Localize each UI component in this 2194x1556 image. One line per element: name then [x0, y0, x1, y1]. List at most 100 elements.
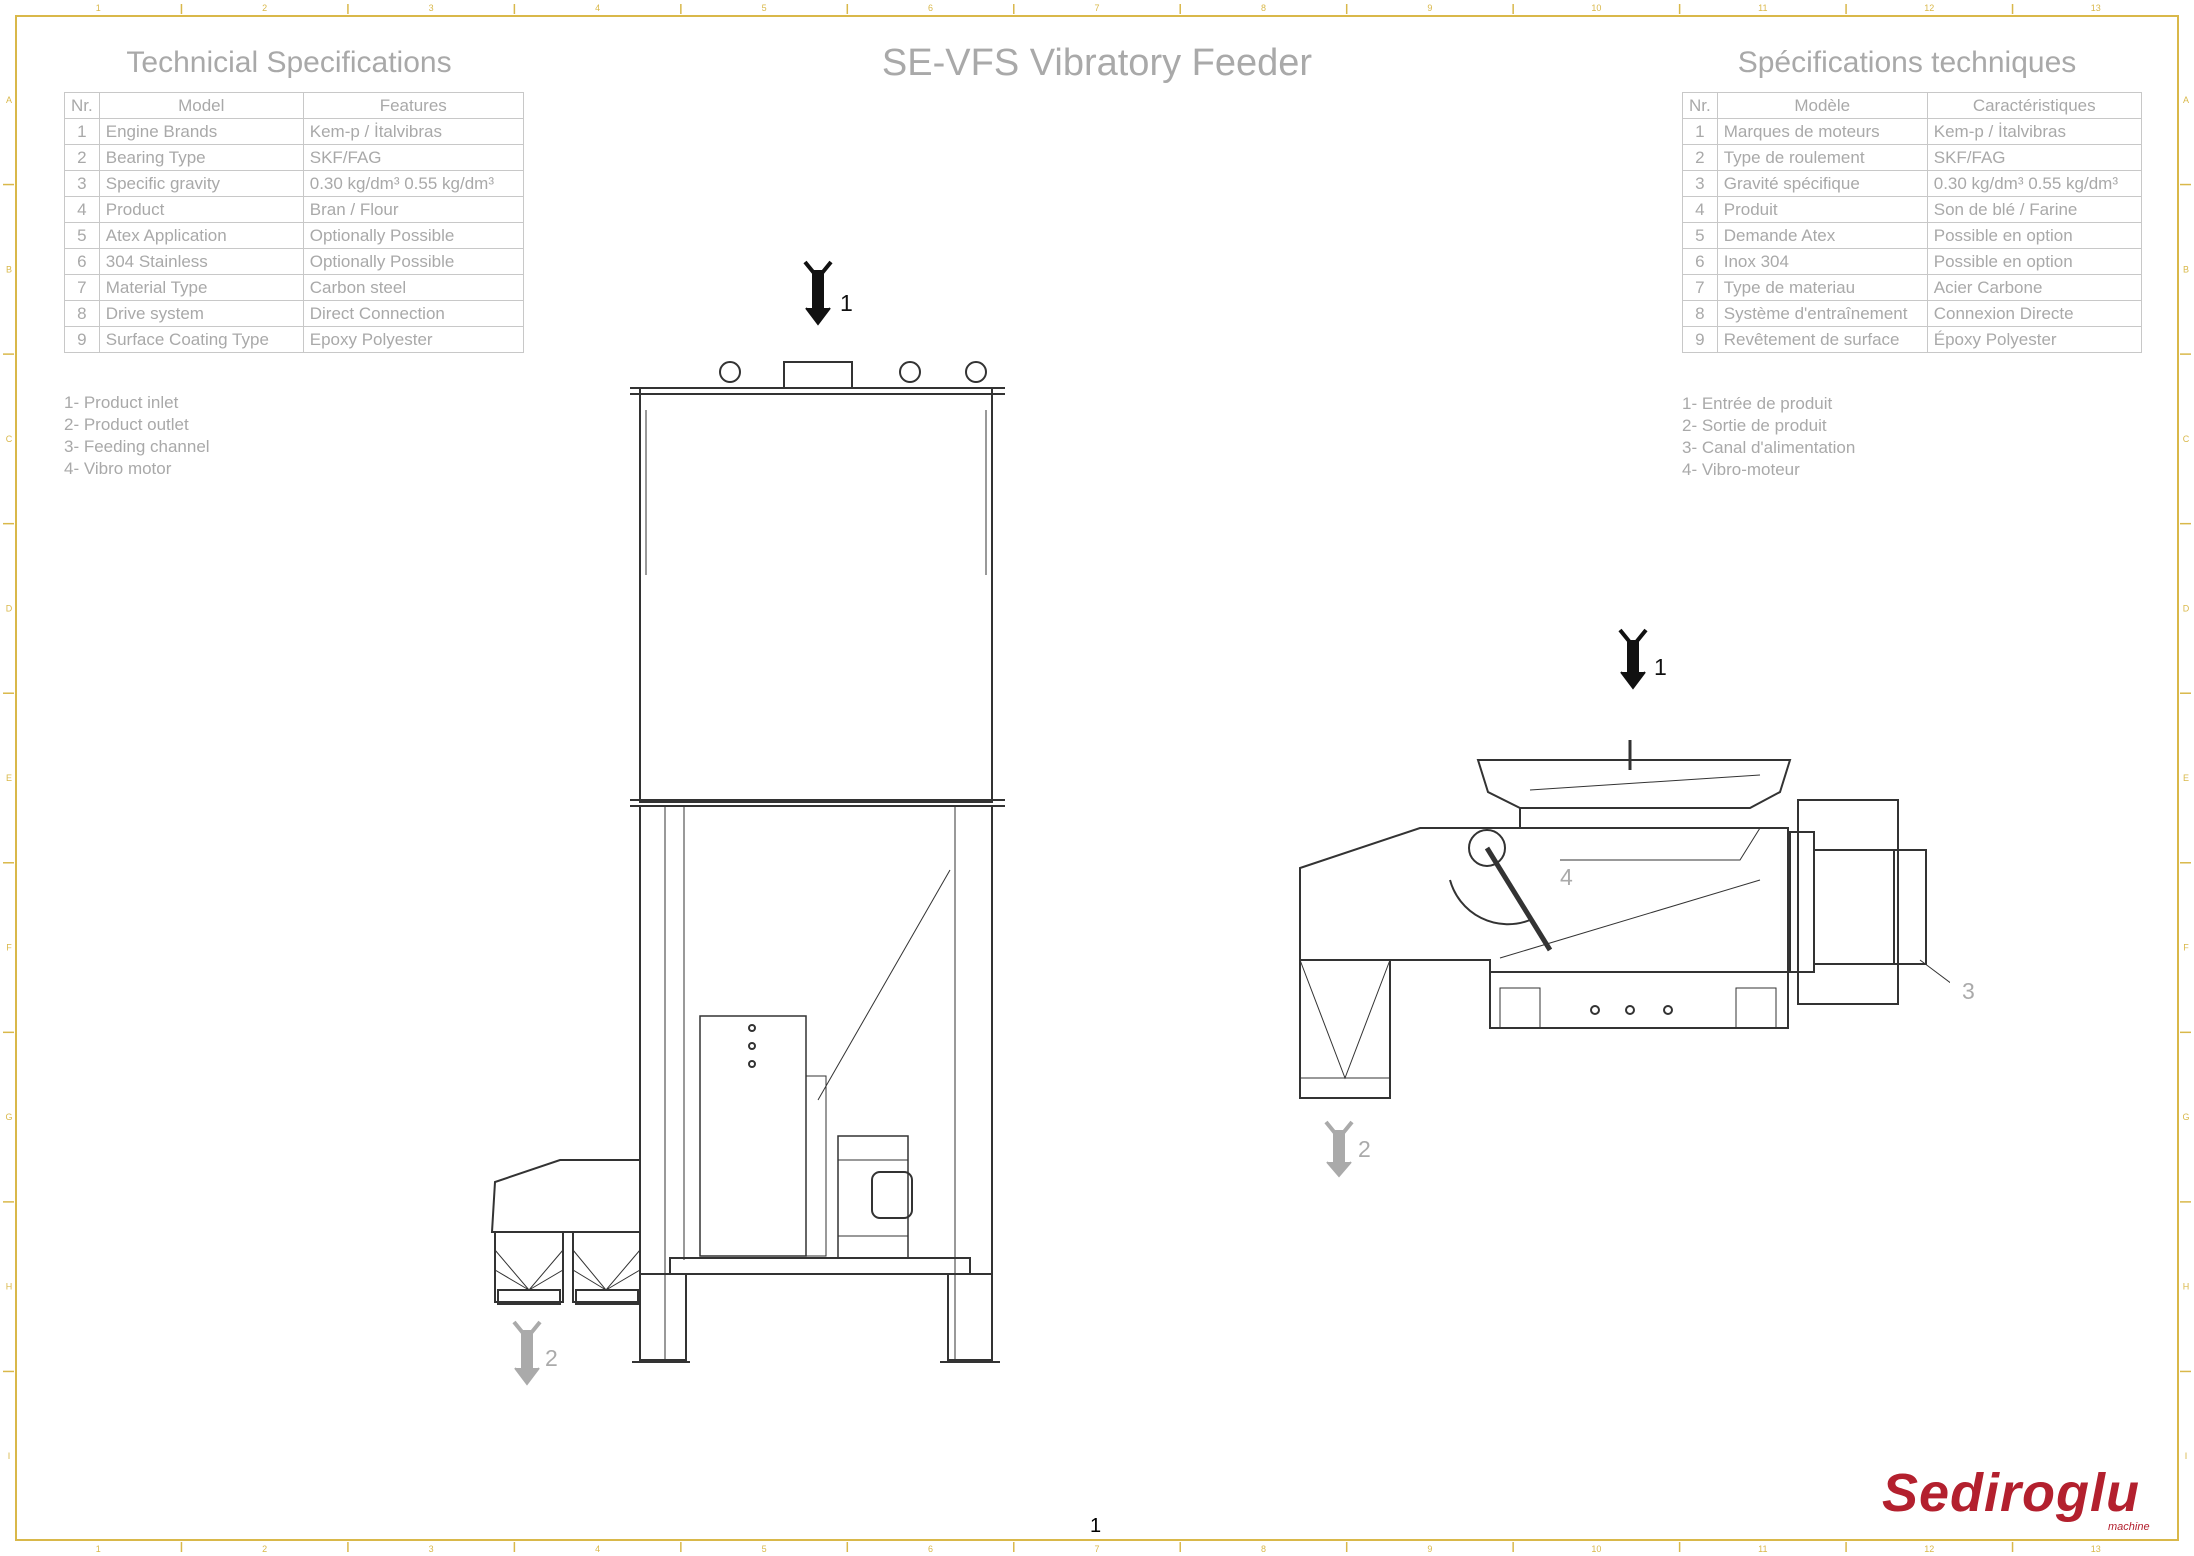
frame-column-label: 2 — [262, 3, 267, 13]
spec-en-heading: Technicial Specifications — [126, 46, 452, 79]
frame-column-label: 1 — [96, 1544, 101, 1554]
spec-cell-model: Material Type — [98, 274, 304, 301]
frame-column-label: 5 — [762, 1544, 767, 1554]
spec-cell-nr: 4 — [64, 196, 100, 223]
frame-row-label: C — [2183, 434, 2190, 444]
spec-cell-feature: Carbon steel — [302, 274, 524, 301]
frame-column-label: 13 — [2091, 3, 2101, 13]
spec-cell-model: Drive system — [98, 300, 304, 327]
spec-cell-model: Surface Coating Type — [98, 326, 304, 353]
legend-en-item: 2- Product outlet — [64, 415, 189, 434]
inlet-arrow-icon — [803, 260, 833, 326]
spec-cell-nr: 3 — [64, 170, 100, 197]
spec-cell-feature: Kem-p / İtalvibras — [1926, 118, 2142, 145]
spec-fr-header-nr: Nr. — [1682, 92, 1718, 119]
legend-en-item: 3- Feeding channel — [64, 437, 210, 456]
frame-row-label: A — [6, 95, 12, 105]
spec-cell-nr: 9 — [64, 326, 100, 353]
legend-fr-item: 4- Vibro-moteur — [1682, 460, 1800, 479]
frame-column-label: 6 — [928, 3, 933, 13]
frame-row-label: H — [2183, 1282, 2190, 1292]
frame-row-label: B — [6, 264, 12, 274]
frame-column-label: 12 — [1924, 1544, 1934, 1554]
callout-right-inlet: 1 — [1654, 654, 1667, 680]
spec-cell-nr: 1 — [64, 118, 100, 145]
frame-column-label: 8 — [1261, 3, 1266, 13]
frame-row-label: I — [2185, 1451, 2188, 1461]
frame-column-label: 10 — [1591, 3, 1601, 13]
spec-cell-feature: Acier Carbone — [1926, 274, 2142, 301]
callout-right-motor: 4 — [1560, 864, 1573, 890]
spec-cell-nr: 7 — [64, 274, 100, 301]
spec-cell-feature: Kem-p / İtalvibras — [302, 118, 524, 145]
legend-fr-item: 1- Entrée de produit — [1682, 394, 1833, 413]
frame-column-label: 3 — [429, 3, 434, 13]
frame-column-label: 9 — [1427, 3, 1432, 13]
frame-column-label: 4 — [595, 3, 600, 13]
spec-cell-model: Specific gravity — [98, 170, 304, 197]
frame-row-label: F — [6, 943, 12, 953]
frame-column-label: 2 — [262, 1544, 267, 1554]
frame-column-label: 7 — [1094, 1544, 1099, 1554]
callout-right-channel: 3 — [1962, 978, 1975, 1004]
spec-cell-feature: 0.30 kg/dm³ 0.55 kg/dm³ — [1926, 170, 2142, 197]
spec-cell-nr: 3 — [1682, 170, 1718, 197]
spec-cell-model: Engine Brands — [98, 118, 304, 145]
page-number: 1 — [1090, 1515, 1102, 1537]
spec-cell-feature: Bran / Flour — [302, 196, 524, 223]
drawing-frame — [15, 15, 2179, 1541]
sediroglu-logo-sub: machine — [2108, 1521, 2150, 1533]
spec-cell-nr: 2 — [1682, 144, 1718, 171]
callout-left-outlet: 2 — [545, 1345, 558, 1371]
frame-row-label: D — [6, 603, 13, 613]
frame-row-label: E — [2183, 773, 2189, 783]
frame-row-label: C — [6, 434, 13, 444]
front-view-drawing — [490, 260, 1005, 1386]
spec-cell-model: 304 Stainless — [98, 248, 304, 275]
frame-row-label: G — [2182, 1112, 2189, 1122]
spec-cell-nr: 7 — [1682, 274, 1718, 301]
frame-row-label: A — [2183, 95, 2189, 105]
spec-cell-model: Demande Atex — [1716, 222, 1928, 249]
spec-en-header-features: Features — [302, 92, 524, 119]
spec-cell-feature: 0.30 kg/dm³ 0.55 kg/dm³ — [302, 170, 524, 197]
spec-cell-model: Product — [98, 196, 304, 223]
spec-cell-model: Type de roulement — [1716, 144, 1928, 171]
frame-row-label: I — [8, 1451, 11, 1461]
spec-fr-heading: Spécifications techniques — [1737, 46, 2077, 79]
legend-fr: 1- Entrée de produit 2- Sortie de produi… — [1682, 393, 1855, 481]
legend-fr-item: 2- Sortie de produit — [1682, 416, 1827, 435]
spec-cell-nr: 6 — [1682, 248, 1718, 275]
spec-cell-feature: Connexion Directe — [1926, 300, 2142, 327]
legend-en: 1- Product inlet 2- Product outlet 3- Fe… — [64, 392, 210, 480]
frame-column-label: 5 — [762, 3, 767, 13]
spec-en-header-row: Nr. Model Features — [64, 92, 524, 119]
frame-column-label: 3 — [429, 1544, 434, 1554]
spec-cell-feature: SKF/FAG — [1926, 144, 2142, 171]
spec-cell-nr: 2 — [64, 144, 100, 171]
frame-column-label: 13 — [2091, 1544, 2101, 1554]
callout-left-inlet: 1 — [840, 290, 853, 316]
frame-row-label: D — [2183, 603, 2190, 613]
callout-right-outlet: 2 — [1358, 1136, 1371, 1162]
spec-cell-model: Système d'entraînement — [1716, 300, 1928, 327]
frame-column-label: 8 — [1261, 1544, 1266, 1554]
spec-cell-feature: Possible en option — [1926, 222, 2142, 249]
legend-fr-item: 3- Canal d'alimentation — [1682, 438, 1856, 457]
spec-cell-model: Inox 304 — [1716, 248, 1928, 275]
spec-cell-model: Revêtement de surface — [1716, 326, 1928, 353]
